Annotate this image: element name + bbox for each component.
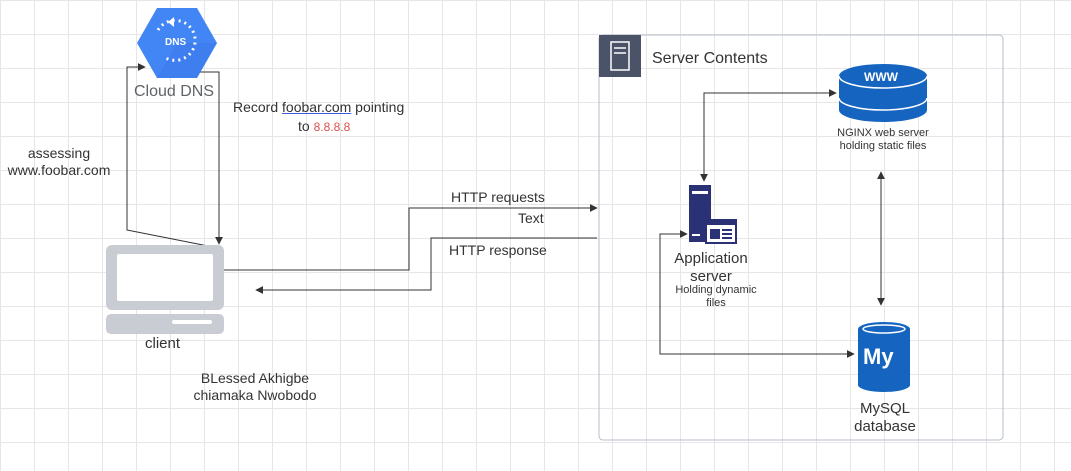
author-2: chiamaka Nwobodo bbox=[193, 387, 317, 403]
assessing-line-1: assessing bbox=[27, 145, 91, 161]
mysql-label: MySQL database bbox=[835, 400, 935, 436]
mysql-line-2: database bbox=[854, 418, 916, 435]
record-to: to bbox=[298, 118, 314, 134]
mysql-line-1: MySQL bbox=[859, 400, 910, 417]
http-response-label: HTTP response bbox=[449, 242, 547, 258]
http-requests-label: HTTP requests bbox=[451, 189, 545, 205]
server-contents-title: Server Contents bbox=[652, 50, 768, 67]
application-server-icon[interactable] bbox=[689, 185, 737, 244]
http-response-arrow[interactable] bbox=[255, 237, 597, 294]
app-nginx-arrow[interactable] bbox=[700, 89, 837, 182]
dns-badge-label: DNS bbox=[165, 37, 187, 48]
app-server-line-1: Application bbox=[674, 250, 748, 267]
assessing-line-2: www.foobar.com bbox=[7, 162, 111, 178]
mysql-badge-label: My bbox=[863, 344, 894, 369]
author-1: BLessed Akhigbe bbox=[200, 370, 310, 386]
app-desc-line-1: Holding dynamic bbox=[675, 284, 757, 296]
app-server-desc: Holding dynamic files bbox=[661, 284, 771, 310]
nginx-line-2: holding static files bbox=[839, 140, 927, 152]
record-suffix: pointing bbox=[351, 99, 405, 115]
assessing-label: assessing www.foobar.com bbox=[4, 145, 114, 179]
http-request-arrow[interactable] bbox=[224, 204, 598, 271]
app-mysql-arrow[interactable] bbox=[659, 230, 855, 358]
record-ip: 8.8.8.8 bbox=[313, 120, 351, 134]
record-domain-link[interactable]: foobar.com bbox=[282, 99, 352, 115]
www-badge-label: WWW bbox=[864, 70, 898, 84]
app-server-label: Application server bbox=[661, 250, 761, 286]
connectors bbox=[126, 63, 885, 358]
client-to-dns-arrow[interactable] bbox=[126, 63, 209, 247]
server-contents-container[interactable] bbox=[598, 34, 1004, 441]
dns-to-client-arrow[interactable] bbox=[199, 71, 223, 245]
cloud-dns-icon[interactable] bbox=[137, 8, 217, 78]
nginx-label: NGINX web server holding static files bbox=[823, 127, 943, 153]
app-desc-line-2: files bbox=[706, 297, 726, 309]
dns-record-note: Record foobar.com pointing bbox=[233, 99, 404, 116]
client-label: client bbox=[145, 335, 181, 352]
text-label: Text bbox=[518, 210, 544, 226]
server-rack-icon bbox=[599, 35, 641, 77]
cloud-dns-label: Cloud DNS bbox=[134, 83, 215, 100]
dns-record-target: to 8.8.8.8 bbox=[298, 118, 350, 136]
nginx-line-1: NGINX web server bbox=[837, 127, 929, 139]
mysql-database-icon[interactable] bbox=[858, 322, 910, 392]
record-prefix: Record bbox=[233, 99, 283, 115]
www-server-cylinder-icon[interactable] bbox=[838, 64, 928, 122]
laptop-icon[interactable] bbox=[106, 245, 224, 334]
app-server-line-2: server bbox=[690, 268, 732, 285]
authors: BLessed Akhigbe chiamaka Nwobodo bbox=[180, 370, 330, 404]
